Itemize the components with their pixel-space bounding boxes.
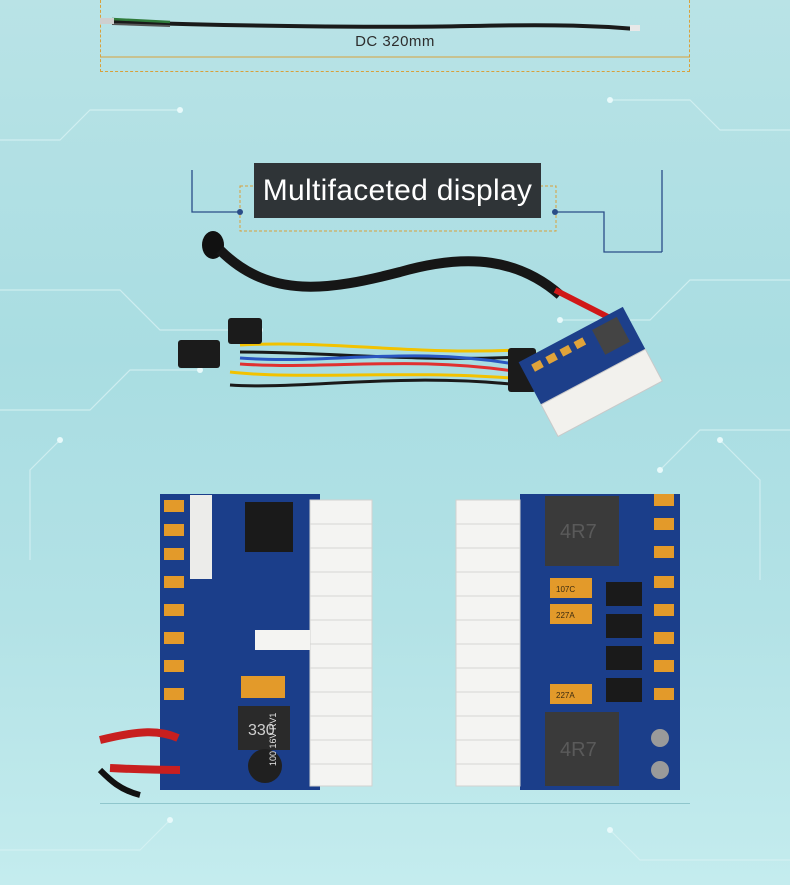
board-front: 330 100 16V RV1	[97, 494, 373, 798]
svg-text:4R7: 4R7	[560, 521, 597, 543]
cable-length-label: DC 320mm	[355, 33, 435, 50]
svg-text:330: 330	[248, 722, 275, 739]
svg-text:227A: 227A	[556, 691, 575, 700]
power-module-assembly	[178, 231, 663, 438]
section-title-box: Multifaceted display	[254, 163, 541, 218]
cable-dimension-frame	[100, 0, 690, 72]
svg-text:4R7: 4R7	[560, 739, 597, 761]
svg-text:227A: 227A	[556, 611, 575, 620]
section-title: Multifaceted display	[262, 173, 533, 207]
board-back: 4R7 4R7 107C 227A 227A	[455, 494, 680, 790]
dc-cable-top	[100, 17, 690, 58]
svg-text:100 16V RV1: 100 16V RV1	[268, 713, 278, 766]
divider	[100, 803, 690, 804]
svg-text:107C: 107C	[556, 585, 575, 594]
